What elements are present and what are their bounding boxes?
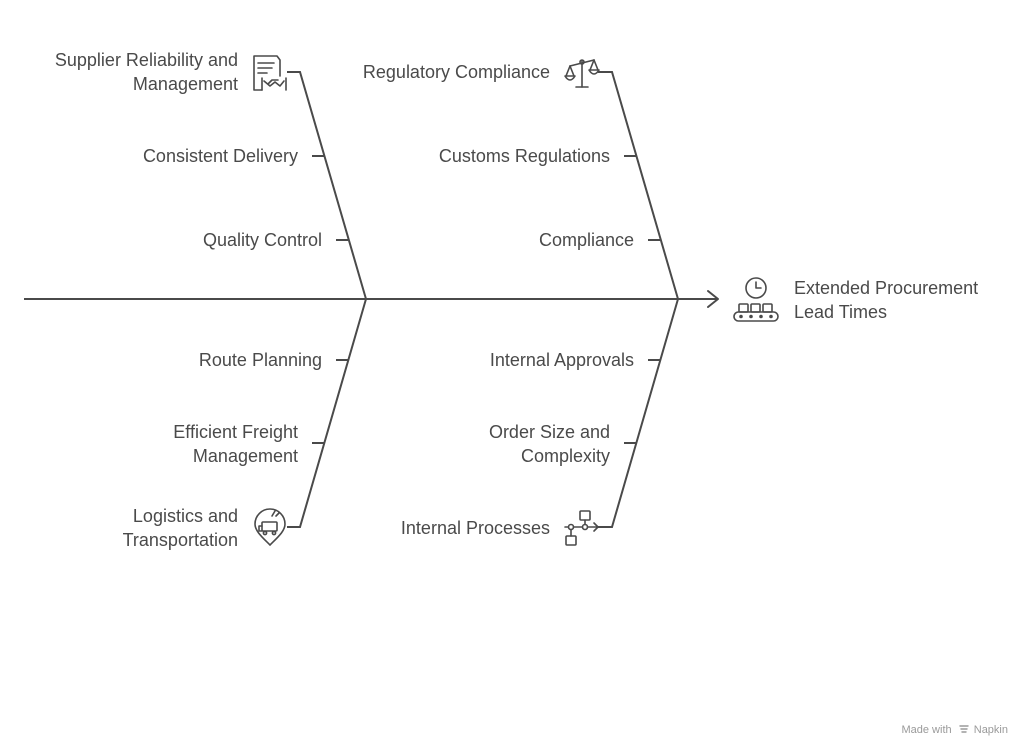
cause-customs-regulations: Customs Regulations xyxy=(438,146,610,166)
cause-efficient-freight: Efficient Freight Management xyxy=(173,420,298,468)
contract-handshake-icon xyxy=(253,55,287,91)
category-title-logistics-line1: Logistics and xyxy=(132,506,238,526)
cause-efficient-freight-line2: Management xyxy=(192,446,298,466)
napkin-watermark[interactable]: Made with Napkin xyxy=(901,724,1008,736)
category-title-regulatory-line1: Regulatory Compliance xyxy=(362,62,550,82)
cause-route-planning: Route Planning xyxy=(198,350,322,370)
category-title-supplier-line2: Management xyxy=(132,74,238,94)
category-title-supplier: Supplier Reliability and Management xyxy=(55,48,238,96)
category-title-internal-line1: Internal Processes xyxy=(400,518,550,538)
cause-internal-approvals: Internal Approvals xyxy=(489,350,634,370)
bone-supplier xyxy=(287,71,367,300)
category-title-regulatory: Regulatory Compliance xyxy=(363,60,550,84)
truck-location-icon xyxy=(254,508,286,546)
napkin-logo-icon xyxy=(958,725,969,733)
cause-compliance: Compliance xyxy=(538,230,634,250)
cause-order-size: Order Size and Complexity xyxy=(489,420,610,468)
cause-order-size-line2: Complexity xyxy=(520,446,610,466)
watermark-prefix: Made with xyxy=(901,724,952,736)
bone-internal xyxy=(598,298,679,528)
cause-order-size-line1: Order Size and xyxy=(488,422,610,442)
effect-label: Extended Procurement Lead Times xyxy=(794,276,978,324)
category-title-logistics-line2: Transportation xyxy=(122,530,238,550)
process-flow-icon xyxy=(564,510,599,546)
category-title-logistics: Logistics and Transportation xyxy=(123,504,238,552)
watermark-brand: Napkin xyxy=(973,724,1008,736)
spine-arrowhead xyxy=(707,290,719,308)
category-title-supplier-line1: Supplier Reliability and xyxy=(54,50,238,70)
effect-label-line1: Extended Procurement xyxy=(794,278,979,298)
bone-logistics xyxy=(287,298,367,528)
category-title-internal: Internal Processes xyxy=(401,516,550,540)
effect-label-line2: Lead Times xyxy=(794,302,888,322)
cause-quality-control: Quality Control xyxy=(202,230,322,250)
bone-regulatory xyxy=(598,71,679,300)
cause-consistent-delivery: Consistent Delivery xyxy=(142,146,298,166)
cause-efficient-freight-line1: Efficient Freight xyxy=(173,422,298,442)
balance-scale-icon xyxy=(564,59,600,88)
conveyor-clock-icon xyxy=(733,277,779,322)
